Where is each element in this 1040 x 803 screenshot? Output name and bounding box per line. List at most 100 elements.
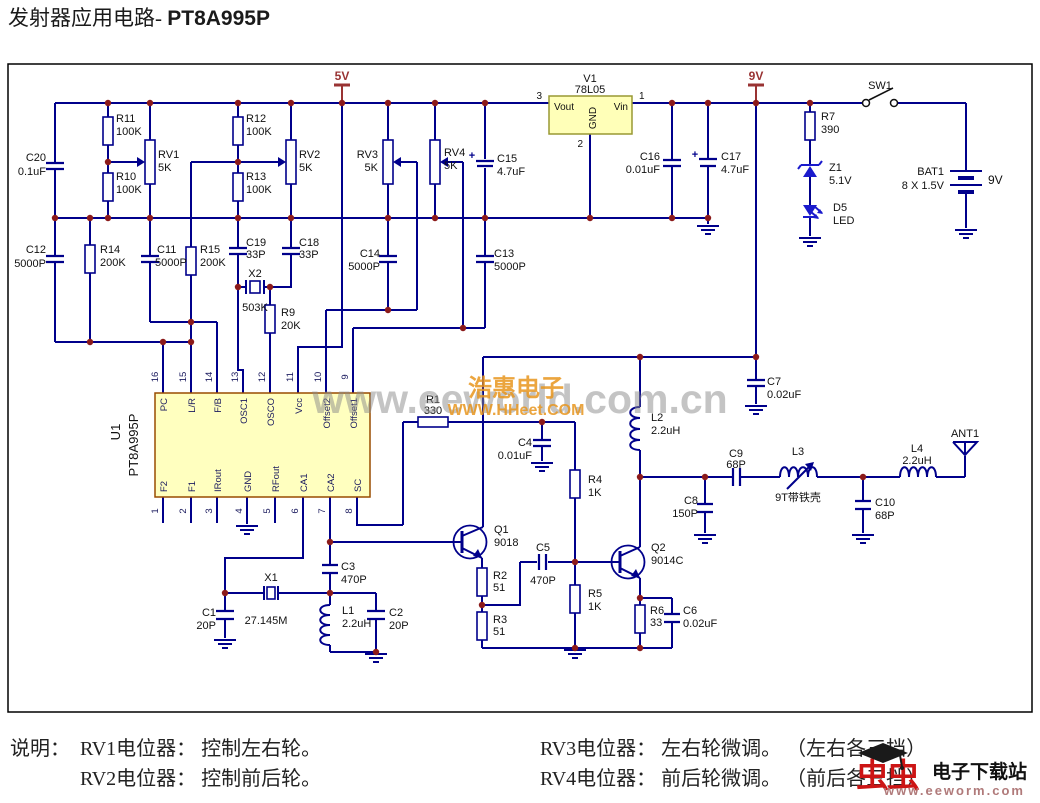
capacitor-plates	[46, 157, 871, 624]
schematic-label: R4	[588, 474, 602, 486]
schematic-label: C1	[202, 607, 216, 619]
schematic-label: C5	[536, 542, 550, 554]
schematic-label: 470P	[530, 575, 556, 587]
schematic-label: 503K	[242, 302, 268, 314]
schematic-label: L2	[651, 412, 663, 424]
junction-dots	[51, 99, 867, 656]
schematic-label: L4	[911, 443, 923, 455]
schematic-label: 51	[493, 582, 505, 594]
inductor-coils	[319, 406, 937, 646]
schematic-label: 200K	[200, 257, 226, 269]
schematic-label: Q2	[651, 542, 666, 554]
ic-pin-number: 2	[178, 508, 189, 513]
schematic-label: 5000P	[494, 261, 526, 273]
schematic-label: R14	[100, 244, 120, 256]
schematic-label: BAT1	[917, 166, 944, 178]
v1-vout: Vout	[554, 102, 574, 113]
schematic-label: 1K	[588, 601, 602, 613]
schematic-label: C18	[299, 237, 319, 249]
schematic-label: C3	[341, 561, 355, 573]
ic-pin-number: 13	[230, 372, 241, 383]
schematic-label: 4.7uF	[497, 166, 525, 178]
schematic-label: 33P	[246, 249, 266, 261]
ic-u1: U1 PT8A995P PC16L/R15F/B14OSC113OSCO12Vc…	[108, 372, 371, 514]
schematic-label: 5000P	[348, 261, 380, 273]
schematic-label: 100K	[116, 126, 142, 138]
watermark-eeworld: www.eeworld.com.cn	[311, 376, 727, 422]
ic-pin-number: 15	[178, 372, 189, 383]
schematic-label: 8 X 1.5V	[902, 180, 945, 192]
schematic-label: L3	[792, 446, 804, 458]
schematic-label: R3	[493, 614, 507, 626]
schematic-label: RV4	[444, 147, 465, 159]
page-title-text: 发射器应用电路-	[8, 6, 168, 30]
l3-arrow	[786, 463, 813, 490]
ic-pin-name: F2	[159, 481, 170, 492]
schematic-label: 20K	[281, 320, 301, 332]
v1-ref: V1	[583, 73, 596, 85]
ic-pin-name: F/B	[213, 398, 224, 413]
schematic-label: C20	[26, 152, 46, 164]
schematic-label: 5K	[444, 160, 458, 172]
v1-pin3: 3	[536, 91, 542, 102]
logo-url-text: www.eeworm.com	[884, 783, 1025, 798]
ic-pin-number: 1	[150, 508, 161, 513]
note-rv1: RV1电位器： 控制左右轮。	[80, 738, 322, 760]
schematic-label: R9	[281, 307, 295, 319]
led-d5-icon	[803, 205, 823, 219]
watermark-orange-url: WWW.HHeet.COM	[448, 402, 585, 419]
schematic-label: 20P	[389, 620, 409, 632]
ic-pin-name: GND	[243, 471, 254, 492]
ic-pin-name: PC	[159, 398, 170, 411]
ic-pin-name: IRout	[213, 469, 224, 492]
schematic-label: C13	[494, 248, 514, 260]
schematic-label: 0.1uF	[18, 166, 46, 178]
ic-pin-name: F1	[187, 481, 198, 492]
ic-pin-number: 10	[313, 372, 324, 383]
l2-coil	[629, 406, 641, 451]
note-rv2: RV2电位器： 控制前后轮。	[80, 768, 322, 790]
ic-pin-number: 11	[285, 372, 296, 382]
u1-ref: U1	[108, 424, 123, 441]
l1-coil	[319, 604, 331, 646]
ic-pin-name: RFout	[271, 466, 282, 492]
ic-pin-name: Vcc	[294, 398, 305, 414]
component-labels: R11100KR10100KRV15KR12100KR13100KRV25KRV…	[14, 80, 1003, 638]
schematic-label: C17	[721, 151, 741, 163]
schematic-label: C7	[767, 376, 781, 388]
l4-coil	[899, 466, 937, 478]
pot-wiper-arrows	[137, 157, 448, 167]
schematic-label: 20P	[196, 620, 216, 632]
schematic-label: R13	[246, 171, 266, 183]
schematic-label: 5K	[158, 162, 172, 174]
schematic-label: C10	[875, 497, 895, 509]
schematic-label: R11	[116, 113, 135, 125]
schematic-label: 330	[424, 405, 442, 417]
ic-pin-number: 16	[150, 372, 161, 383]
schematic-label: 470P	[341, 574, 367, 586]
schematic-label: 100K	[246, 184, 272, 196]
regulator-v1: V1 78L05 Vout Vin GND 3 1 2	[536, 73, 645, 150]
ic-pin-number: 3	[204, 508, 215, 513]
schematic-label: 5K	[299, 162, 313, 174]
schematic-label: R5	[588, 588, 602, 600]
schematic-label: R1	[426, 394, 440, 406]
l3-arrowhead	[805, 462, 814, 471]
logo-bugs-text: 虫虫	[856, 759, 920, 795]
schematic-label: 2.2uH	[651, 425, 680, 437]
schematic-label: 9014C	[651, 555, 683, 567]
schematic-label: RV1	[158, 149, 179, 161]
schematic-label: Q1	[494, 524, 509, 536]
crystal-x1	[263, 586, 279, 600]
u1-part: PT8A995P	[126, 414, 141, 477]
schematic-label: 2.2uH	[902, 455, 931, 467]
ic-pin-number: 8	[344, 508, 355, 513]
schematic-label: R7	[821, 111, 835, 123]
crystal-x2	[245, 280, 265, 294]
v1-pin1: 1	[639, 91, 645, 102]
note-rv3: RV3电位器： 左右轮微调。 （左右各三挡）	[540, 738, 927, 760]
schematic-label: C14	[360, 248, 380, 260]
antenna-ant1-icon	[952, 441, 980, 457]
ic-pin-name: CA1	[299, 474, 310, 492]
schematic-label: 0.01uF	[498, 450, 533, 462]
